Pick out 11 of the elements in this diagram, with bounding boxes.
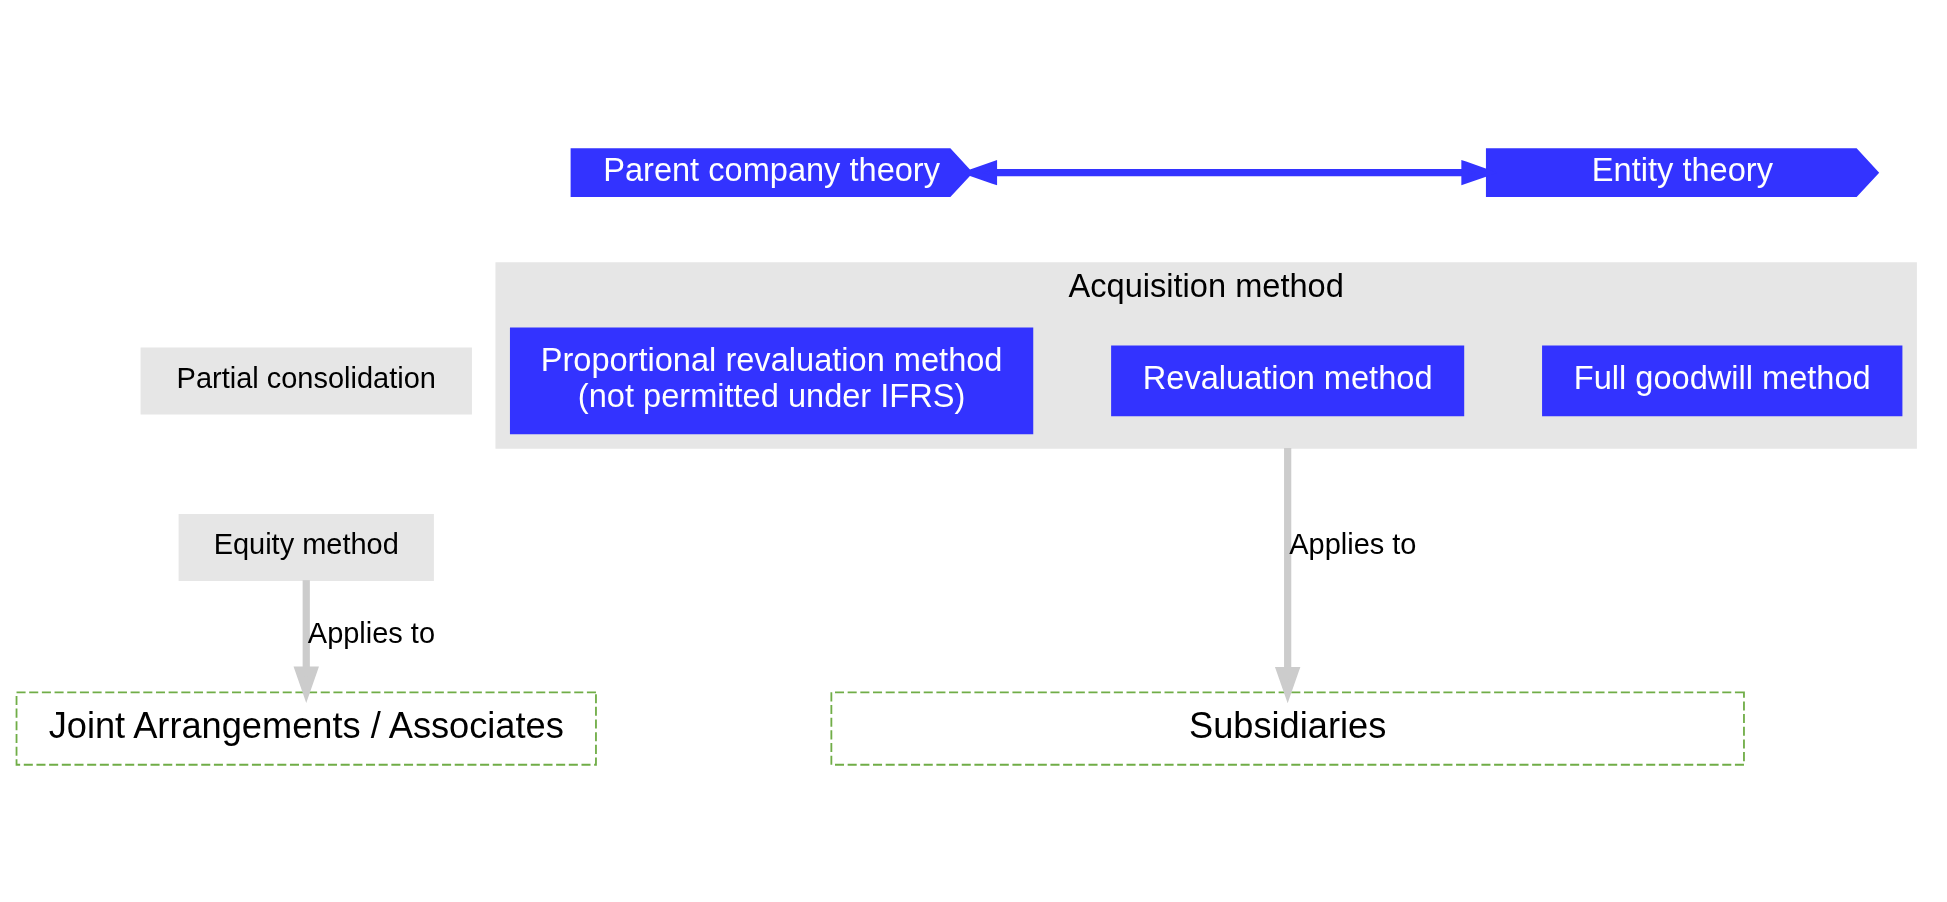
node-box: Revaluation method bbox=[1111, 345, 1465, 416]
node-box: Partial consolidation bbox=[140, 346, 472, 414]
node-box: Equity method bbox=[178, 513, 434, 581]
node-box: Proportional revaluation method (not permitted under IFRS) bbox=[509, 326, 1034, 434]
arrow bbox=[293, 579, 319, 703]
edge-label: Applies to bbox=[307, 616, 436, 649]
edge-label: Applies to bbox=[1289, 527, 1417, 560]
node-box: Full goodwill method bbox=[1542, 345, 1903, 416]
node-box: Subsidiaries bbox=[830, 690, 1745, 766]
node-box: Joint Arrangements / Associates bbox=[15, 690, 597, 766]
arrow bbox=[1274, 447, 1301, 703]
